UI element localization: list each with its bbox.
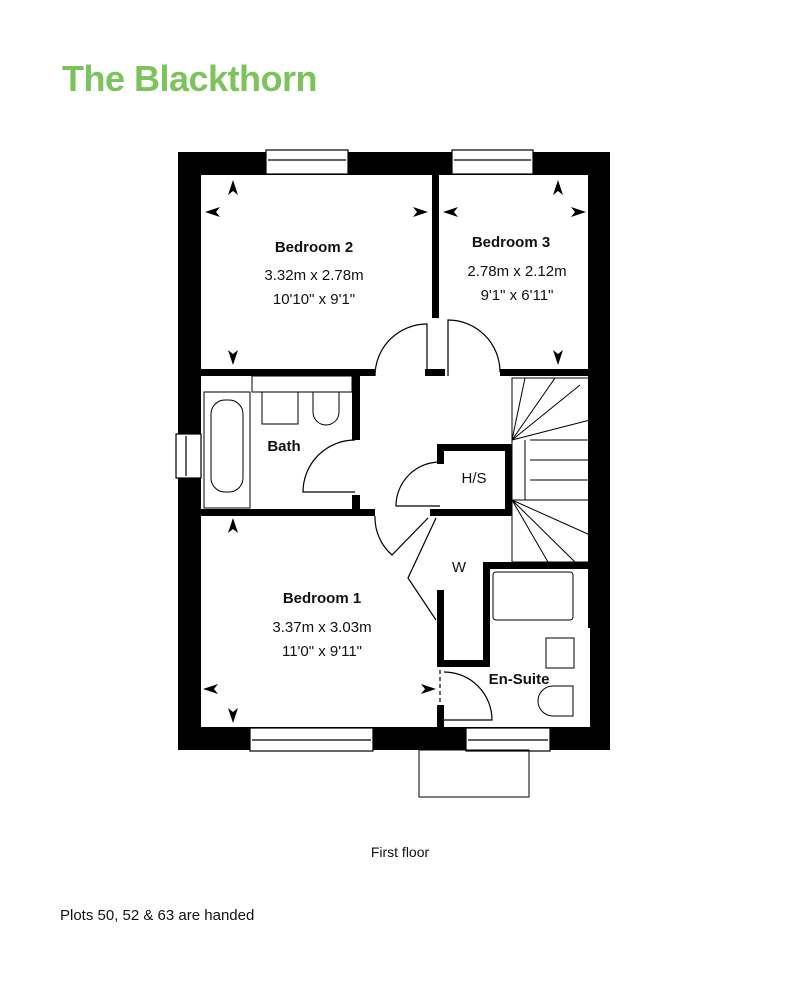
room-metric: 3.32m x 2.78m [264,267,363,284]
room-name: Bedroom 3 [472,234,550,251]
windows [175,149,590,752]
doors[interactable] [302,319,501,721]
room-name: Bath [267,438,300,455]
room-name: H/S [461,470,486,487]
porch-bay [418,749,530,798]
room-imperial: 11'0" x 9'11" [282,643,362,660]
plan-title: The Blackthorn [62,58,318,99]
room-metric: 2.78m x 2.12m [467,263,566,280]
room-name: Bedroom 2 [275,239,353,256]
room-name: En-Suite [489,671,550,688]
room-name: W [452,559,467,576]
room-metric: 3.37m x 3.03m [272,619,371,636]
room-imperial: 10'10" x 9'1" [273,291,355,308]
room-labels: Bedroom 2 3.32m x 2.78m 10'10" x 9'1" Be… [264,234,566,688]
dimension-arrows [203,180,586,723]
fixtures [203,375,591,717]
floor-label: First floor [370,844,430,860]
room-name: Bedroom 1 [283,590,361,607]
handed-note: Plots 50, 52 & 63 are handed [60,907,255,924]
room-imperial: 9'1" x 6'11" [481,287,554,304]
